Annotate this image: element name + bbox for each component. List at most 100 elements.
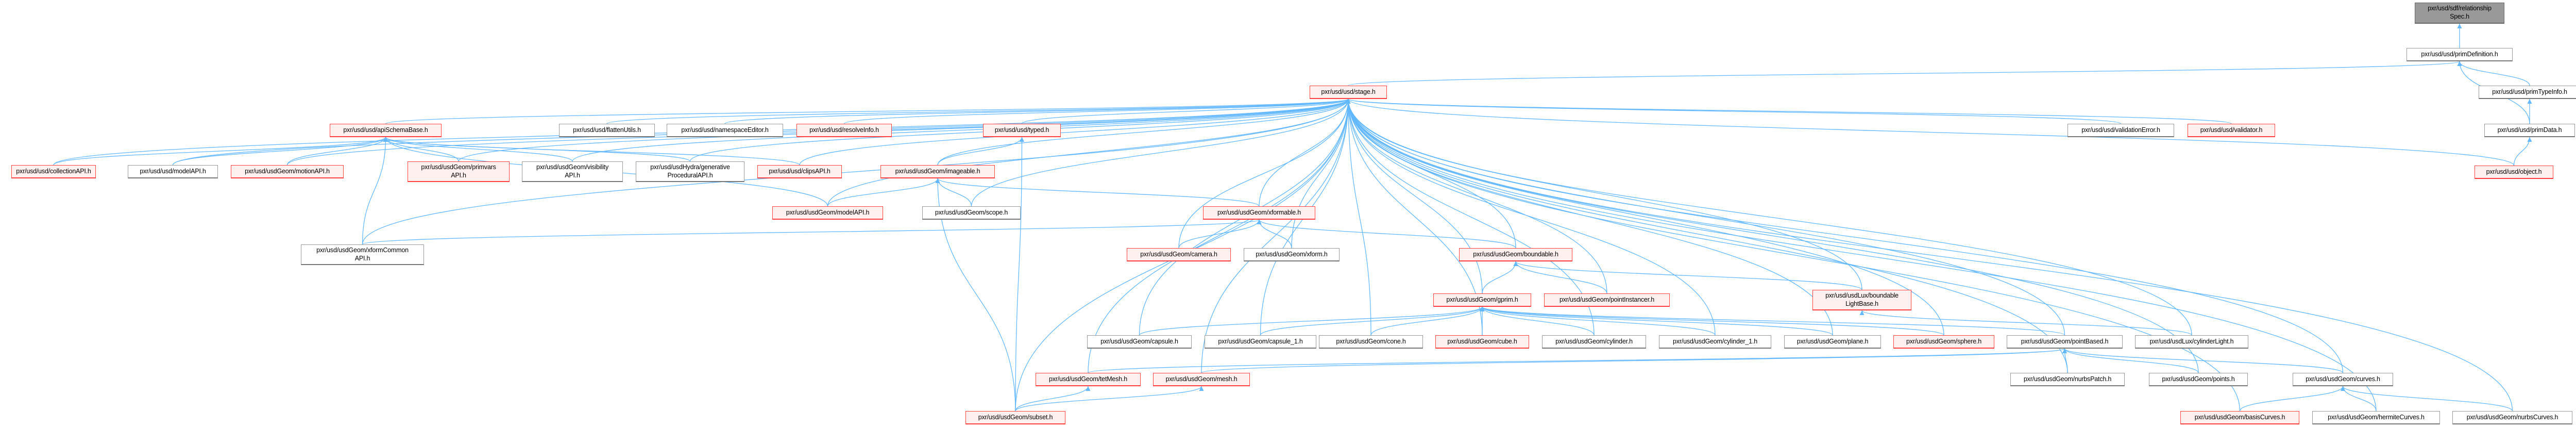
node-label: pxr/usd/usdGeom/plane.h	[1797, 337, 1869, 345]
edge-cone-to-stage	[1346, 98, 1371, 336]
node-label: pxr/usd/usdGeom/motionAPI.h	[245, 167, 330, 175]
node-capsule-1[interactable]: pxr/usd/usdGeom/capsule_1.h	[1205, 335, 1316, 349]
node-motion-a-p-i[interactable]: pxr/usd/usdGeom/motionAPI.h	[231, 165, 344, 178]
node-resolve-info[interactable]: pxr/usd/usd/resolveInfo.h	[796, 124, 892, 137]
node-cylinder-light[interactable]: pxr/usd/usdLux/cylinderLight.h	[2135, 335, 2248, 349]
edge-curves-to-stage	[1346, 98, 2344, 373]
node-model-a-p-i[interactable]: pxr/usd/usd/modelAPI.h	[128, 165, 218, 178]
edge-stage-to-primDefinition	[1348, 61, 2462, 86]
node-label: pxr/usd/usdGeom/pointInstancer.h	[1560, 295, 1654, 303]
edge-boundable-to-xformable	[1257, 219, 1516, 249]
node-cylinder-1[interactable]: pxr/usd/usdGeom/cylinder_1.h	[1659, 335, 1771, 349]
node-gprim[interactable]: pxr/usd/usdGeom/gprim.h	[1433, 293, 1531, 307]
edge-object-to-stage	[1346, 98, 2515, 166]
edge-pointInstancer-to-boundable	[1513, 261, 1607, 294]
node-imageable[interactable]: pxr/usd/usdGeom/imageable.h	[880, 165, 995, 178]
node-label: pxr/usd/usdGeom/basisCurves.h	[2194, 413, 2285, 421]
node-prim-data[interactable]: pxr/usd/usd/primData.h	[2484, 124, 2575, 137]
node-capsule[interactable]: pxr/usd/usdGeom/capsule.h	[1087, 335, 1192, 349]
edge-subset-to-mesh	[1015, 386, 1204, 412]
node-cube[interactable]: pxr/usd/usdGeom/cube.h	[1435, 335, 1529, 349]
node-label: pxr/usd/usdGeom/visibility API.h	[536, 163, 608, 179]
edge-camera-to-xformable	[1178, 219, 1262, 249]
node-collection-a-p-i[interactable]: pxr/usd/usd/collectionAPI.h	[11, 165, 96, 178]
node-points[interactable]: pxr/usd/usdGeom/points.h	[2149, 373, 2248, 386]
node-generative-procedural-a-p-i[interactable]: pxr/usd/usdHydra/generative ProceduralAP…	[636, 161, 744, 182]
edge-sphere-to-gprim	[1480, 306, 1944, 336]
node-label: pxr/usd/usd/object.h	[2486, 168, 2542, 175]
edge-resolveInfo-to-stage	[843, 98, 1351, 124]
node-label: pxr/usd/usd/primData.h	[2497, 126, 2562, 134]
node-sphere[interactable]: pxr/usd/usdGeom/sphere.h	[1893, 335, 1994, 349]
node-xform[interactable]: pxr/usd/usdGeom/xform.h	[1244, 248, 1340, 261]
edge-boundable-to-stage	[1346, 98, 1516, 249]
node-stage[interactable]: pxr/usd/usd/stage.h	[1310, 86, 1387, 99]
node-label: pxr/usd/usd/primTypeInfo.h	[2492, 88, 2567, 95]
node-label: pxr/usd/usdGeom/capsule.h	[1100, 337, 1178, 345]
edge-clipsAPI-to-stage	[799, 98, 1351, 166]
node-typed[interactable]: pxr/usd/usd/typed.h	[983, 124, 1061, 137]
node-tet-mesh[interactable]: pxr/usd/usdGeom/tetMesh.h	[1036, 373, 1141, 386]
node-validation-error[interactable]: pxr/usd/usd/validationError.h	[2067, 124, 2174, 137]
node-scope[interactable]: pxr/usd/usdGeom/scope.h	[922, 206, 1021, 220]
edge-mesh-to-stage	[1201, 98, 1351, 373]
node-cylinder[interactable]: pxr/usd/usdGeom/cylinder.h	[1542, 335, 1646, 349]
node-curves[interactable]: pxr/usd/usdGeom/curves.h	[2293, 373, 2393, 386]
edge-nurbsPatch-to-pointBased	[2062, 348, 2068, 373]
node-label: pxr/usd/usdHydra/generative ProceduralAP…	[650, 163, 730, 179]
node-boundable[interactable]: pxr/usd/usdGeom/boundable.h	[1459, 248, 1572, 261]
node-label: pxr/usd/usdGeom/nurbsCurves.h	[2466, 413, 2558, 421]
edge-primvarsAPI-to-stage	[458, 98, 1351, 162]
node-geom-model-a-p-i[interactable]: pxr/usd/usdGeom/modelAPI.h	[772, 206, 883, 220]
edge-xform-to-xformable	[1257, 219, 1292, 249]
node-flatten-utils[interactable]: pxr/usd/usd/flattenUtils.h	[559, 124, 655, 137]
node-xform-common-a-p-i[interactable]: pxr/usd/usdGeom/xformCommon API.h	[301, 244, 424, 265]
edge-xformable-to-imageable	[935, 178, 1260, 207]
node-hermite-curves[interactable]: pxr/usd/usdGeom/hermiteCurves.h	[2312, 411, 2440, 424]
edge-plane-to-gprim	[1480, 306, 1833, 336]
edge-cube-to-stage	[1346, 98, 1483, 336]
node-label: pxr/usd/usdGeom/points.h	[2162, 375, 2235, 383]
edge-cylinderLight-to-boundableLightBase	[1859, 310, 2192, 336]
node-nurbs-curves[interactable]: pxr/usd/usdGeom/nurbsCurves.h	[2452, 411, 2572, 424]
node-label: pxr/usd/usdGeom/subset.h	[978, 413, 1053, 421]
node-basis-curves[interactable]: pxr/usd/usdGeom/basisCurves.h	[2180, 411, 2299, 424]
node-api-schema-base[interactable]: pxr/usd/usd/apiSchemaBase.h	[330, 124, 442, 137]
edge-mesh-to-pointBased	[1201, 348, 2067, 373]
node-clips-a-p-i[interactable]: pxr/usd/usd/clipsAPI.h	[757, 165, 842, 178]
node-point-based[interactable]: pxr/usd/usdGeom/pointBased.h	[2007, 335, 2123, 349]
node-label: pxr/usd/usdGeom/boundable.h	[1473, 250, 1558, 258]
edge-hermiteCurves-to-stage	[1346, 98, 2377, 412]
edge-boundableLightBase-to-boundable	[1513, 261, 1862, 290]
edge-gprim-to-stage	[1346, 98, 1483, 294]
node-label: pxr/usd/usdLux/boundable LightBase.h	[1825, 291, 1899, 307]
edge-nurbsPatch-to-stage	[1346, 98, 2068, 373]
edge-scope-to-stage	[971, 98, 1351, 207]
node-visibility-a-p-i[interactable]: pxr/usd/usdGeom/visibility API.h	[522, 161, 623, 182]
edge-cylinderLight-to-stage	[1346, 98, 2192, 336]
node-camera[interactable]: pxr/usd/usdGeom/camera.h	[1127, 248, 1231, 261]
node-boundable-light-base[interactable]: pxr/usd/usdLux/boundable LightBase.h	[1812, 290, 1911, 310]
node-cone[interactable]: pxr/usd/usdGeom/cone.h	[1319, 335, 1423, 349]
node-validator[interactable]: pxr/usd/usd/validator.h	[2188, 124, 2275, 137]
node-prim-definition[interactable]: pxr/usd/usd/primDefinition.h	[2406, 48, 2513, 61]
node-object[interactable]: pxr/usd/usd/object.h	[2475, 166, 2553, 179]
node-label: pxr/usd/usdGeom/cylinder.h	[1555, 337, 1633, 345]
node-subset[interactable]: pxr/usd/usdGeom/subset.h	[965, 411, 1065, 424]
edge-curves-to-pointBased	[2062, 348, 2344, 373]
node-label: pxr/usd/usdLux/cylinderLight.h	[2149, 337, 2234, 345]
node-prim-type-info[interactable]: pxr/usd/usd/primTypeInfo.h	[2479, 86, 2576, 99]
edge-geomModelAPI-to-imageable	[827, 178, 940, 207]
edge-hermiteCurves-to-curves	[2341, 386, 2377, 412]
node-mesh[interactable]: pxr/usd/usdGeom/mesh.h	[1153, 373, 1250, 386]
edge-pointInstancer-to-stage	[1346, 98, 1607, 294]
node-primvars-a-p-i[interactable]: pxr/usd/usdGeom/primvars API.h	[408, 161, 510, 182]
edge-collectionAPI-to-apiSchemaBase	[53, 137, 388, 166]
node-nurbs-patch[interactable]: pxr/usd/usdGeom/nurbsPatch.h	[2010, 373, 2125, 386]
node-namespace-editor[interactable]: pxr/usd/usd/namespaceEditor.h	[667, 124, 783, 137]
node-label: pxr/usd/usd/flattenUtils.h	[573, 126, 641, 134]
edge-modelAPI-to-apiSchemaBase	[172, 137, 388, 166]
node-plane[interactable]: pxr/usd/usdGeom/plane.h	[1784, 335, 1881, 349]
node-point-instancer[interactable]: pxr/usd/usdGeom/pointInstancer.h	[1544, 293, 1670, 307]
node-xformable[interactable]: pxr/usd/usdGeom/xformable.h	[1203, 206, 1315, 220]
